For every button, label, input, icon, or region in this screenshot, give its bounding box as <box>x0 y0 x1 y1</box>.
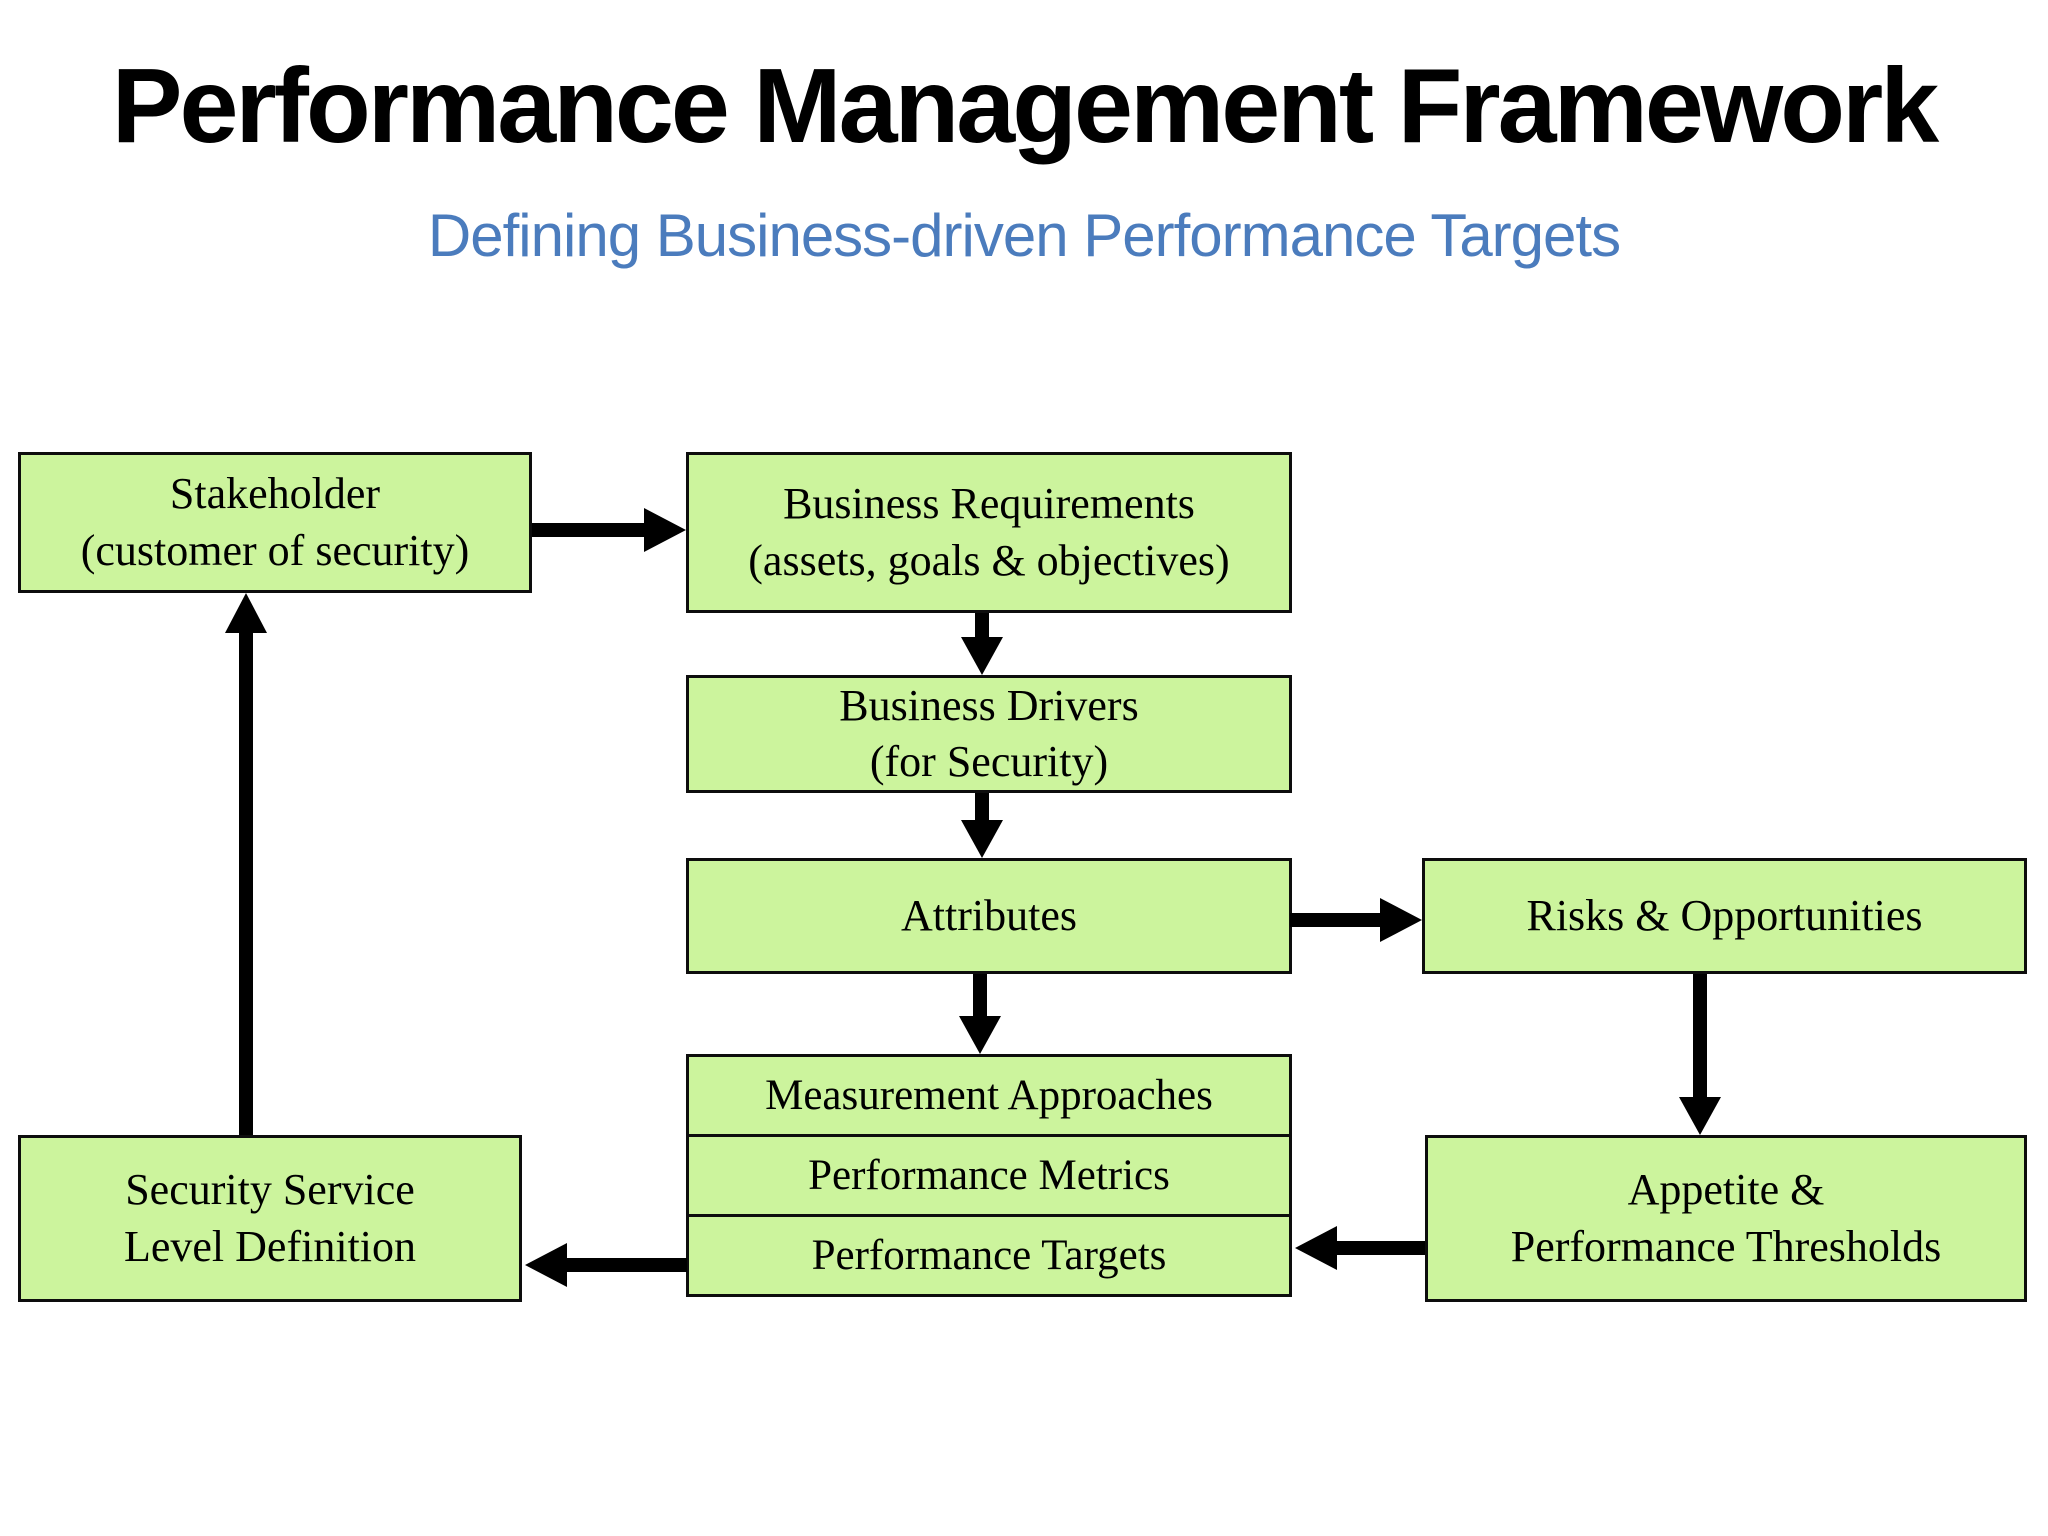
page-title: Performance Management Framework <box>111 47 1939 165</box>
arrow-shaft <box>975 793 989 820</box>
arrow-business-drivers-to-attributes <box>961 793 1003 858</box>
box-appetite-thresholds: Appetite & Performance Thresholds <box>1425 1135 2027 1302</box>
box-security-service-level: Security Service Level Definition <box>18 1135 522 1302</box>
box-stakeholder: Stakeholder (customer of security) <box>18 452 532 593</box>
page-subtitle: Defining Business-driven Performance Tar… <box>427 202 1621 269</box>
box-label: Performance Metrics <box>808 1151 1170 1199</box>
arrow-shaft <box>1290 913 1380 927</box>
stack-row-performance-targets: Performance Targets <box>689 1214 1289 1294</box>
arrow-head-icon <box>1679 1097 1721 1135</box>
arrow-stakeholder-to-business-requirements <box>532 508 686 552</box>
arrow-attributes-to-risks-opportunities <box>1290 898 1422 942</box>
box-label: Level Definition <box>123 1221 416 1271</box>
arrow-head-icon <box>1295 1226 1337 1270</box>
box-label: (customer of security) <box>80 525 470 575</box>
arrow-shaft <box>567 1258 687 1272</box>
box-label: Appetite & <box>1627 1165 1825 1215</box>
box-label: Measurement Approaches <box>765 1071 1213 1119</box>
arrow-shaft <box>239 633 253 1135</box>
arrow-risks-to-appetite-thresholds <box>1679 974 1721 1135</box>
box-risks-opportunities: Risks & Opportunities <box>1422 858 2027 974</box>
arrow-attributes-to-measurement-stack <box>959 974 1001 1054</box>
arrow-head-icon <box>525 1243 567 1287</box>
stack-row-performance-metrics: Performance Metrics <box>689 1134 1289 1214</box>
arrow-shaft <box>973 974 987 1016</box>
box-label: Security Service <box>125 1165 415 1215</box>
arrow-shaft <box>1337 1241 1425 1255</box>
box-measurement-stack: Measurement Approaches Performance Metri… <box>686 1054 1292 1297</box>
box-label: (for Security) <box>869 737 1109 786</box>
arrow-targets-to-security-service <box>525 1243 687 1287</box>
arrow-shaft <box>975 613 989 637</box>
box-label: Performance Thresholds <box>1510 1221 1942 1271</box>
stack-row-measurement-approaches: Measurement Approaches <box>689 1057 1289 1134</box>
box-label: Performance Targets <box>811 1231 1167 1279</box>
box-label: Business Requirements <box>783 479 1195 529</box>
box-label: Attributes <box>901 890 1077 940</box>
box-attributes: Attributes <box>686 858 1292 974</box>
box-label: Business Drivers <box>839 680 1139 730</box>
arrow-appetite-to-performance-targets <box>1295 1226 1425 1270</box>
box-business-requirements: Business Requirements (assets, goals & o… <box>686 452 1292 613</box>
arrow-head-icon <box>959 1016 1001 1054</box>
arrow-head-icon <box>961 820 1003 858</box>
arrow-shaft <box>1693 974 1707 1097</box>
arrow-shaft <box>532 523 644 537</box>
arrow-head-icon <box>225 593 267 633</box>
arrow-business-requirements-to-business-drivers <box>961 613 1003 675</box>
box-label: (assets, goals & objectives) <box>748 535 1230 585</box>
arrow-head-icon <box>644 508 686 552</box>
box-business-drivers: Business Drivers (for Security) <box>686 675 1292 793</box>
box-label: Risks & Opportunities <box>1526 890 1923 940</box>
arrow-head-icon <box>1380 898 1422 942</box>
arrow-head-icon <box>961 637 1003 675</box>
arrow-security-service-to-stakeholder <box>225 593 267 1135</box>
box-label: Stakeholder <box>169 469 381 519</box>
